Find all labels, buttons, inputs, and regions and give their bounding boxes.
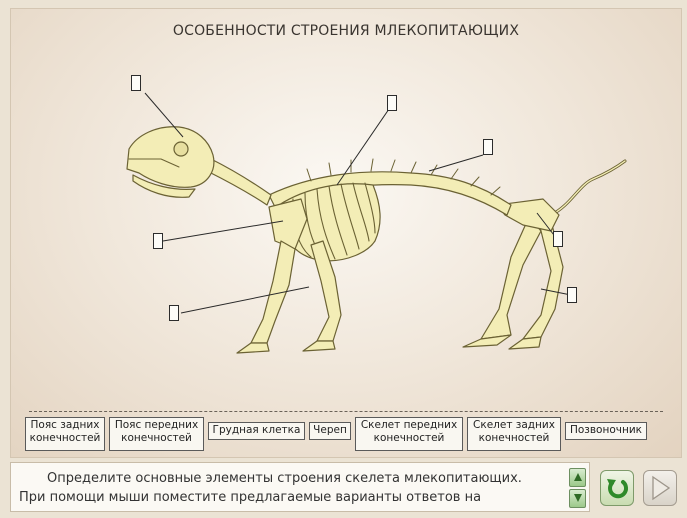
answer-forelimb-girdle[interactable]: Пояс передних конечностей — [109, 417, 204, 451]
answer-line: Скелет передних — [361, 419, 457, 431]
restart-icon — [601, 471, 633, 505]
answer-line: Пояс передних — [115, 419, 198, 431]
skeleton-bones — [127, 127, 625, 353]
triangle-down-icon — [573, 493, 583, 503]
answer-line: конечностей — [479, 432, 550, 444]
answer-line: конечностей — [30, 432, 101, 444]
drop-target-skull[interactable] — [131, 75, 141, 91]
drop-target-ribcage[interactable] — [387, 95, 397, 111]
drop-target-spine[interactable] — [483, 139, 493, 155]
play-next-icon — [644, 471, 676, 505]
instructions-line-2: При помощи мыши поместите предлагаемые в… — [19, 490, 481, 505]
answer-line: конечностей — [374, 432, 445, 444]
restart-button[interactable] — [600, 470, 634, 506]
answer-spine[interactable]: Позвоночник — [565, 422, 647, 440]
answer-ribcage[interactable]: Грудная клетка — [208, 422, 305, 440]
answer-hindlimb-girdle[interactable]: Пояс задних конечностей — [25, 417, 105, 451]
next-button[interactable] — [643, 470, 677, 506]
skeleton-hind-leg — [481, 217, 541, 339]
answer-forelimb-skeleton[interactable]: Скелет передних конечностей — [355, 417, 463, 451]
answer-hindlimb-skeleton[interactable]: Скелет задних конечностей — [467, 417, 561, 451]
answer-line: Пояс задних — [31, 419, 100, 431]
drop-target-hindlimb-skeleton[interactable] — [567, 287, 577, 303]
triangle-up-icon — [573, 472, 583, 482]
answers-divider — [29, 411, 663, 412]
answer-skull[interactable]: Череп — [309, 422, 351, 440]
exercise-stage: ОСОБЕННОСТИ СТРОЕНИЯ МЛЕКОПИТАЮЩИХ — [10, 8, 682, 458]
drop-target-hindlimb-girdle[interactable] — [553, 231, 563, 247]
answer-line: Череп — [313, 424, 347, 436]
drop-target-forelimb-girdle[interactable] — [153, 233, 163, 249]
instructions-text: Определите основные элементы строения ск… — [19, 469, 559, 507]
skeleton-illustration — [11, 9, 681, 457]
skeleton-front-leg — [251, 241, 295, 343]
scroll-down-button[interactable] — [569, 489, 586, 508]
drop-target-forelimb-skeleton[interactable] — [169, 305, 179, 321]
answer-line: Скелет задних — [473, 419, 555, 431]
skeleton-neck — [207, 159, 271, 205]
instructions-line-1: Определите основные элементы строения ск… — [19, 469, 559, 488]
instructions-panel: Определите основные элементы строения ск… — [10, 462, 590, 512]
answer-line: конечностей — [121, 432, 192, 444]
answer-line: Позвоночник — [570, 424, 642, 436]
scroll-up-button[interactable] — [569, 468, 586, 487]
answer-line: Грудная клетка — [213, 424, 301, 436]
